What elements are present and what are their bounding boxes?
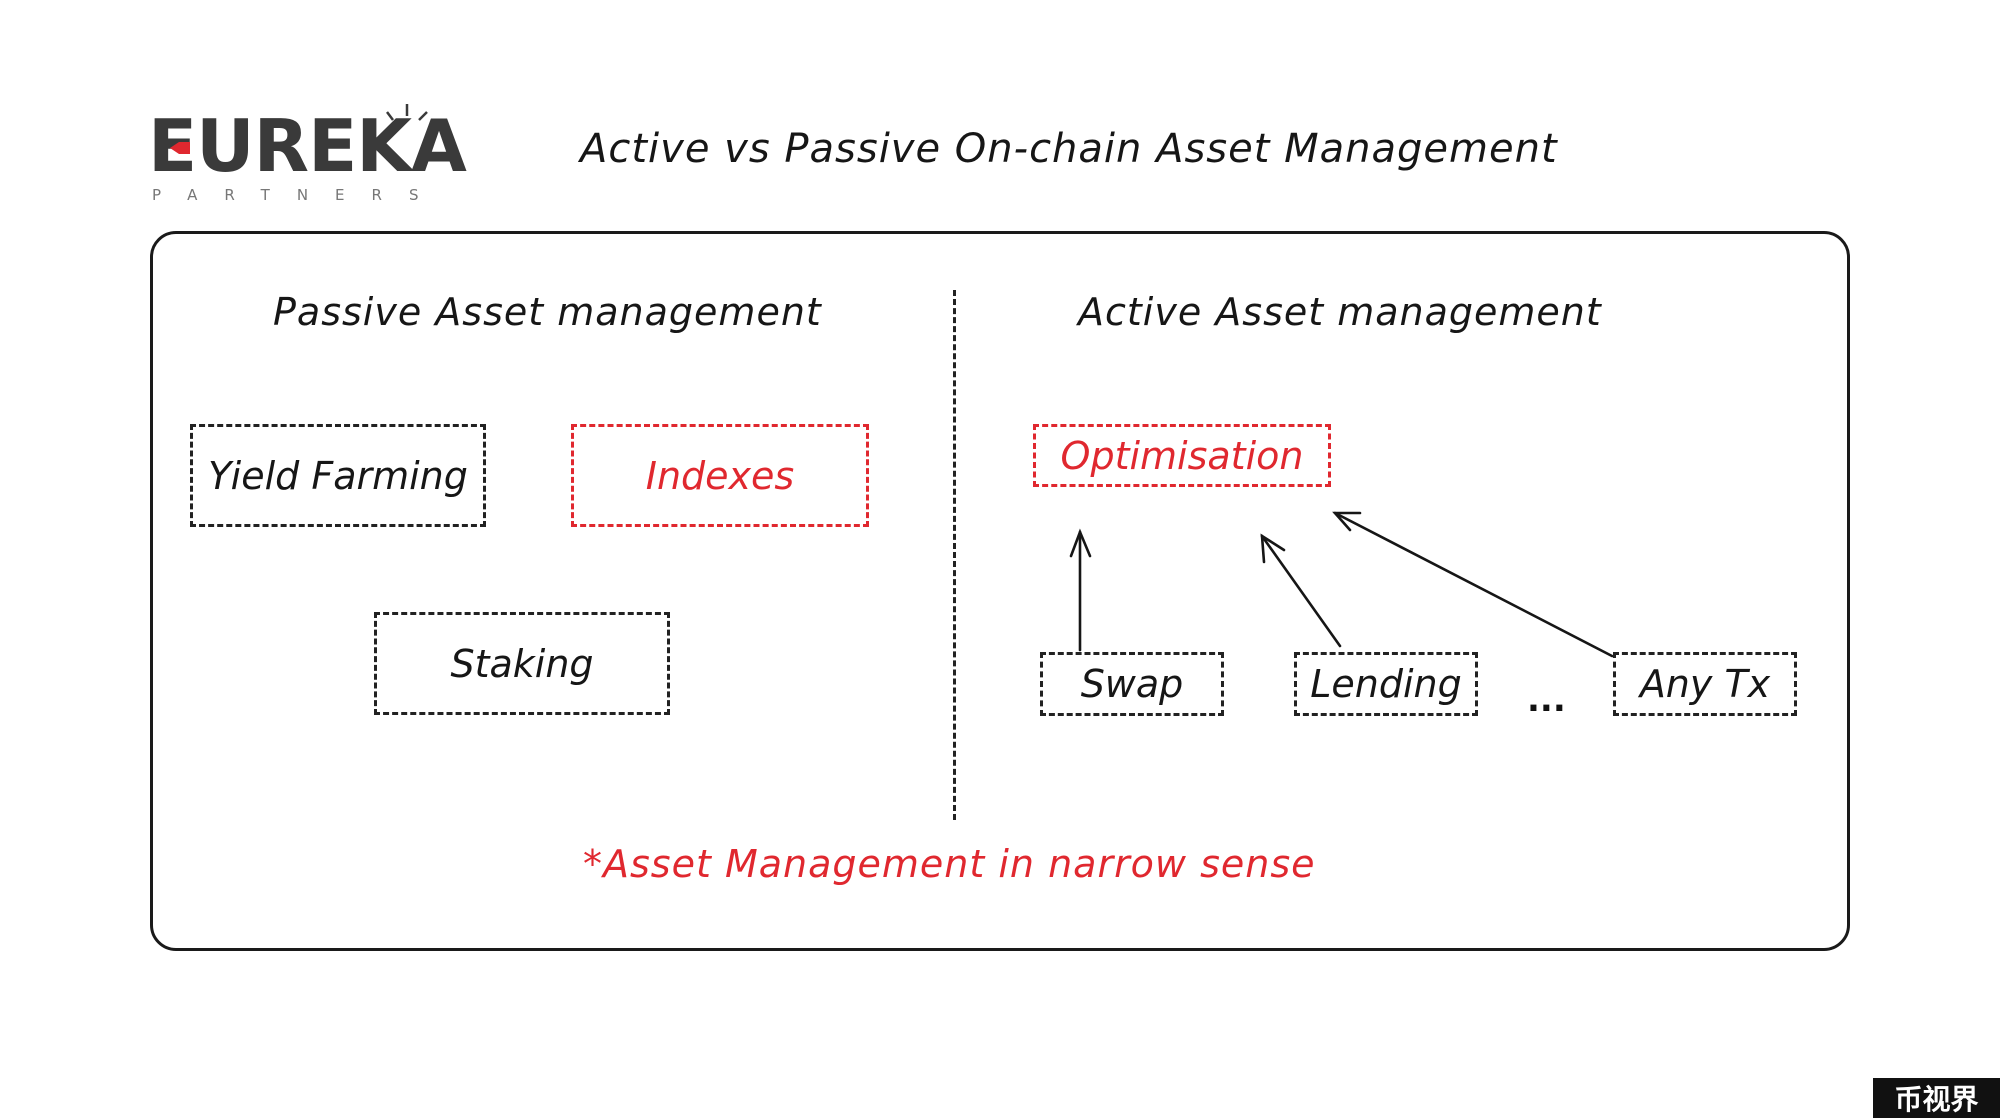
optimisation-box: Optimisation (1033, 424, 1331, 487)
lending-box: Lending (1294, 652, 1478, 716)
section-divider (953, 290, 956, 820)
arrow-anytx-to-optimisation (1332, 511, 1614, 658)
logo-rays-icon (386, 104, 428, 121)
page-title: Active vs Passive On-chain Asset Managem… (580, 126, 1558, 172)
footnote: *Asset Management in narrow sense (583, 842, 1316, 886)
logo-red-accent-icon (170, 142, 190, 154)
watermark: 币视界 (1873, 1078, 2000, 1118)
logo-subtitle: PARTNERS (152, 186, 446, 204)
passive-section-title: Passive Asset management (273, 290, 822, 334)
staking-box: Staking (374, 612, 670, 715)
arrow-swap-to-optimisation (1069, 528, 1092, 652)
any-tx-box: Any Tx (1613, 652, 1797, 716)
more-ellipsis: ... (1527, 680, 1566, 720)
yield-farming-box: Yield Farming (190, 424, 486, 527)
arrow-lending-to-optimisation (1260, 533, 1342, 648)
eureka-partners-logo: EUREKA PARTNERS (148, 100, 467, 210)
active-section-title: Active Asset management (1078, 290, 1602, 334)
diagram-frame (150, 231, 1850, 951)
indexes-box: Indexes (571, 424, 869, 527)
swap-box: Swap (1040, 652, 1224, 716)
logo-wordmark: EUREKA (148, 104, 467, 188)
